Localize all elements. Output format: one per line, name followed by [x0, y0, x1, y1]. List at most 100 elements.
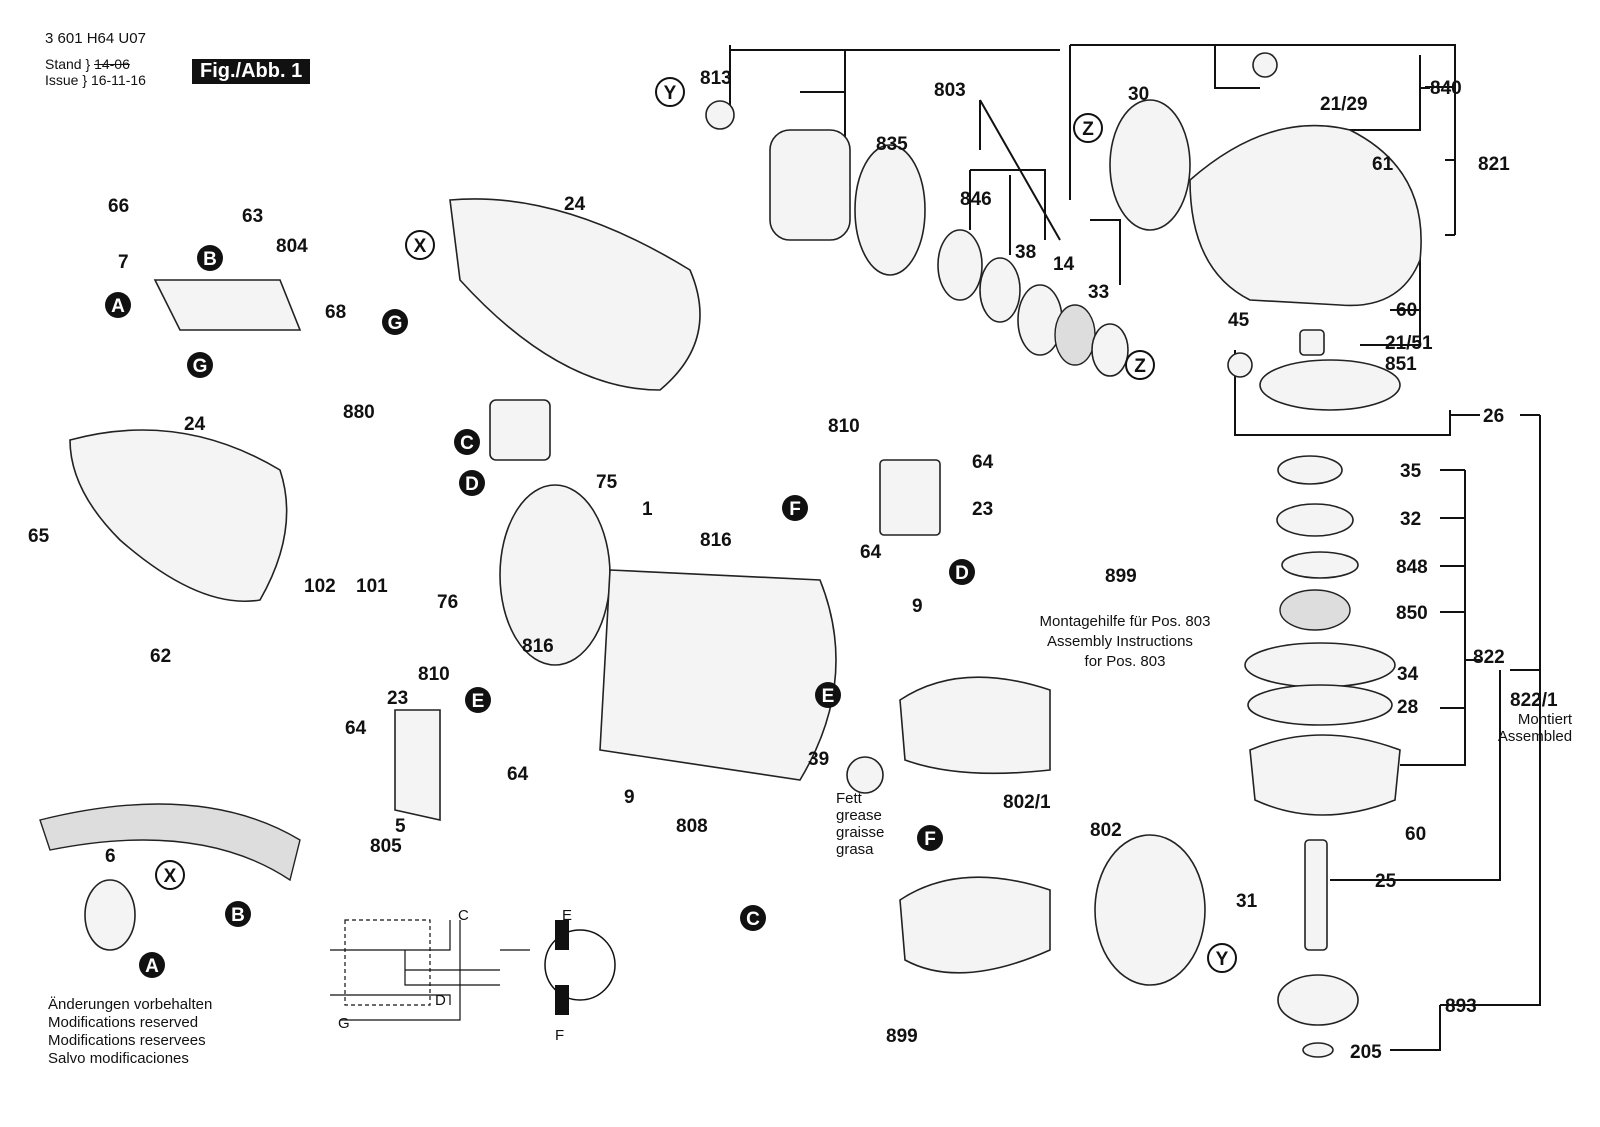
svg-text:B: B — [231, 905, 245, 926]
footer-notice: Änderungen vorbehalten Modifications res… — [48, 996, 212, 1068]
armature-835 — [769, 129, 851, 241]
svg-text:A: A — [145, 956, 159, 977]
spindle-25 — [1304, 839, 1328, 951]
label-9-right: 9 — [912, 596, 923, 617]
circuit-label-C: C — [458, 907, 469, 924]
label-60-top: 60 — [1396, 300, 1417, 321]
power-cord-805 — [39, 803, 301, 882]
cover-23-left — [394, 709, 441, 821]
label-899-bottom: 899 — [886, 1026, 918, 1047]
circlip-848 — [1281, 551, 1359, 579]
connector-badges: Y Z Z X X Y A B G G C D F D E E F C B A — [105, 77, 1237, 978]
label-24-bottom: 24 — [184, 414, 206, 435]
guard-34 — [1244, 642, 1396, 688]
label-846: 846 — [960, 189, 992, 210]
label-848: 848 — [1396, 557, 1428, 578]
issue-value: 16-11-16 — [90, 72, 146, 88]
label-821: 821 — [1478, 154, 1510, 175]
label-102: 102 — [304, 576, 336, 597]
bearing-flange-822 — [1249, 734, 1401, 816]
note-assembled: Assembled — [1498, 728, 1572, 745]
note-assembly-en2: for Pos. 803 — [1085, 653, 1166, 670]
cover-23-right — [879, 459, 941, 536]
label-64-a: 64 — [972, 452, 994, 473]
footer-line-en: Modifications reserved — [48, 1014, 199, 1031]
position-labels: 813 803 30 840 21/29 821 835 846 38 14 3… — [28, 68, 1558, 1063]
svg-text:G: G — [388, 313, 403, 334]
sleeve-21-51 — [1299, 329, 1325, 356]
label-23-right: 23 — [972, 499, 993, 520]
label-68: 68 — [325, 302, 346, 323]
connector-G-1: G — [187, 352, 213, 378]
label-45: 45 — [1228, 310, 1250, 331]
label-32: 32 — [1400, 509, 1421, 530]
o-ring-28 — [1247, 684, 1393, 726]
wiring-schematic: C D E F G — [330, 907, 616, 1044]
note-grease-es: grasa — [836, 841, 874, 858]
notes: Montagehilfe für Pos. 803 Assembly Instr… — [836, 613, 1573, 858]
gear-housing-821 — [1189, 124, 1422, 307]
svg-text:D: D — [465, 474, 479, 495]
connector-X-bottom: X — [155, 860, 185, 890]
label-850: 850 — [1396, 603, 1428, 624]
svg-text:F: F — [789, 499, 801, 520]
svg-text:C: C — [460, 433, 474, 454]
connector-G-2: G — [382, 309, 408, 335]
retaining-ring-846 — [937, 229, 983, 301]
cap-840 — [1252, 52, 1278, 78]
circuit-label-F: F — [555, 1027, 564, 1044]
bearing-850 — [1279, 589, 1351, 631]
label-840: 840 — [1430, 78, 1462, 99]
svg-text:E: E — [472, 691, 485, 712]
label-810-top: 810 — [828, 416, 860, 437]
label-14: 14 — [1053, 254, 1075, 275]
note-montiert: Montiert — [1518, 711, 1573, 728]
connector-C-1: C — [454, 429, 480, 455]
label-28: 28 — [1397, 697, 1418, 718]
revision-block: Stand } 14-06 Issue } 16-11-16 — [45, 56, 146, 88]
label-816-top: 816 — [700, 530, 732, 551]
connector-Y-top: Y — [655, 77, 685, 107]
label-64-d: 64 — [507, 764, 529, 785]
connector-A-1: A — [105, 292, 131, 318]
motor-housing-1 — [599, 569, 837, 781]
connector-F-2: F — [917, 825, 943, 851]
label-65: 65 — [28, 526, 50, 547]
connector-Z-top: Z — [1073, 113, 1103, 143]
connector-Y-bottom: Y — [1207, 943, 1237, 973]
field-802-bottom — [899, 876, 1051, 974]
grease-39 — [846, 756, 884, 794]
label-7: 7 — [118, 252, 129, 273]
svg-text:X: X — [164, 866, 177, 887]
label-60-bottom: 60 — [1405, 824, 1426, 845]
handle-half-24-top — [449, 198, 701, 391]
bevel-gear-26 — [1259, 359, 1401, 411]
svg-text:A: A — [111, 296, 125, 317]
label-31: 31 — [1236, 891, 1258, 912]
ring-33 — [1091, 323, 1129, 377]
label-835: 835 — [876, 134, 908, 155]
footer-line-es: Salvo modificaciones — [48, 1050, 189, 1067]
nut-45 — [1227, 352, 1253, 378]
svg-text:C: C — [746, 909, 760, 930]
label-810-bottom: 810 — [418, 664, 450, 685]
label-24-top: 24 — [564, 194, 586, 215]
label-64-b: 64 — [860, 542, 882, 563]
label-6: 6 — [105, 846, 116, 867]
connector-A-2: A — [139, 952, 165, 978]
label-35: 35 — [1400, 461, 1422, 482]
svg-text:X: X — [414, 236, 427, 257]
label-66: 66 — [108, 196, 129, 217]
label-851: 851 — [1385, 354, 1417, 375]
stand-value: 14-06 — [94, 56, 130, 72]
label-805: 805 — [370, 836, 402, 857]
circuit-label-D: D — [435, 992, 446, 1009]
label-9-left: 9 — [624, 787, 635, 808]
stand-label: Stand — [45, 56, 82, 72]
right-bracket-lines — [1069, 44, 1541, 1051]
circuit-label-G: G — [338, 1015, 350, 1032]
connector-D-1: D — [459, 470, 485, 496]
label-802-1: 802/1 — [1003, 792, 1051, 813]
label-822: 822 — [1473, 647, 1505, 668]
armature-fan — [854, 144, 926, 276]
